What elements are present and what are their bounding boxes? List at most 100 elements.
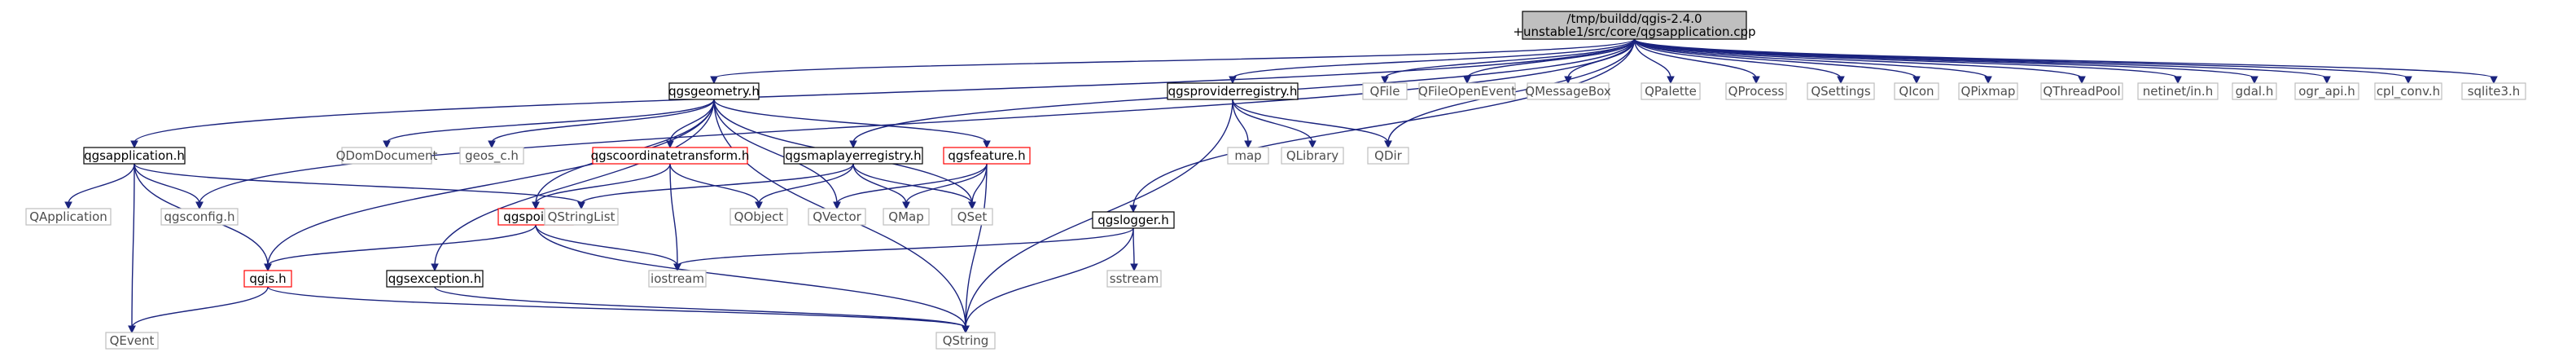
node-qgsmaplayerregistry[interactable]: qgsmaplayerregistry.h <box>783 147 923 165</box>
arrowhead-root-to-qgsproviderregistry <box>1229 76 1237 85</box>
node-label-root-1: +unstable1/src/core/qgsapplication.cpp <box>1513 24 1755 39</box>
node-box-QVector <box>808 208 866 226</box>
node-qgsexception[interactable]: qgsexception.h <box>386 270 484 288</box>
node-label-QMessageBox-0: QMessageBox <box>1525 84 1611 99</box>
node-label-qgsgeometry-0: qgsgeometry.h <box>668 84 760 99</box>
arrowhead-qgsapplication-to-qgsconfig <box>195 201 204 210</box>
node-label-QStringList-0: QStringList <box>548 209 616 224</box>
node-box-qgis <box>243 270 292 288</box>
node-qgslogger[interactable]: qgslogger.h <box>1092 211 1175 229</box>
arrowhead-qgsgeometry-to-geos_c <box>488 140 496 149</box>
node-label-qgsapplication-0: qgsapplication.h <box>84 148 185 163</box>
edge-root-to-QFileOpenEvent <box>1466 38 1636 79</box>
edges-layer <box>64 38 2498 334</box>
node-gdal: gdal.h <box>2232 82 2277 100</box>
edge-qgsapplication-to-QStringList <box>134 163 582 205</box>
node-label-cpl_conv-0: cpl_conv.h <box>2377 84 2440 99</box>
node-box-qgslogger <box>1092 211 1175 229</box>
arrowhead-root-to-qgsgeometry <box>710 76 718 85</box>
node-label-gdal-0: gdal.h <box>2236 84 2274 99</box>
arrowhead-root-to-QProcess <box>1752 76 1760 85</box>
node-box-root <box>1522 11 1747 40</box>
edge-root-to-qgsconfig <box>199 38 1636 205</box>
node-box-QApplication <box>25 208 112 226</box>
node-qgscoordinatetransform[interactable]: qgscoordinatetransform.h <box>591 147 750 165</box>
node-qgis[interactable]: qgis.h <box>243 270 292 288</box>
node-box-QStringList <box>544 208 619 226</box>
node-label-ogr_api-0: ogr_api.h <box>2298 84 2355 99</box>
node-label-QDir-0: QDir <box>1374 148 1403 163</box>
node-box-QFileOpenEvent <box>1418 82 1516 100</box>
arrowhead-qgslogger-to-iostream <box>673 263 681 272</box>
edge-qgscoordinatetransform-to-iostream <box>669 163 678 266</box>
arrowhead-qgsfeature-to-QVector <box>833 201 841 210</box>
arrowhead-qgsgeometry-to-qgsexception <box>431 263 439 272</box>
edge-qgsapplication-to-QEvent <box>131 163 135 328</box>
edge-root-to-QPalette <box>1633 38 1671 79</box>
node-box-sstream <box>1106 270 1162 288</box>
node-box-QProcess <box>1725 82 1787 100</box>
node-QString: QString <box>935 332 996 350</box>
node-qgsgeometry[interactable]: qgsgeometry.h <box>668 82 760 100</box>
node-qgsconfig: qgsconfig.h <box>160 208 239 226</box>
arrowhead-root-to-QIcon <box>1912 76 1921 85</box>
arrowhead-root-to-QFileOpenEvent <box>1463 76 1471 85</box>
node-qgsfeature[interactable]: qgsfeature.h <box>943 147 1031 165</box>
node-netinet: netinet/in.h <box>2137 82 2219 100</box>
node-label-sstream-0: sstream <box>1110 271 1159 286</box>
node-QProcess: QProcess <box>1725 82 1787 100</box>
node-label-geos_c-0: geos_c.h <box>465 148 519 164</box>
node-box-QDir <box>1367 147 1409 165</box>
node-root[interactable]: /tmp/buildd/qgis-2.4.0+unstable1/src/cor… <box>1513 11 1756 40</box>
arrowhead-root-to-QPalette <box>1667 76 1675 85</box>
node-box-QMessageBox <box>1527 82 1610 100</box>
edge-root-to-QIcon <box>1633 38 1917 79</box>
edge-qgsgeometry-to-qgsfeature <box>713 99 988 143</box>
node-QPalette: QPalette <box>1641 82 1701 100</box>
node-sqlite3: sqlite3.h <box>2461 82 2526 100</box>
node-box-qgsgeometry <box>668 82 760 100</box>
node-box-cpl_conv <box>2374 82 2442 100</box>
edge-qgis-to-QString <box>267 286 966 328</box>
node-QSettings: QSettings <box>1807 82 1875 100</box>
node-label-QIcon-0: QIcon <box>1899 84 1934 99</box>
node-geos_c: geos_c.h <box>459 147 524 165</box>
node-box-geos_c <box>459 147 524 165</box>
nodes-layer: /tmp/buildd/qgis-2.4.0+unstable1/src/cor… <box>25 11 2526 350</box>
node-label-QApplication-0: QApplication <box>29 209 107 224</box>
edge-qgspoint-to-qgis <box>267 224 537 266</box>
node-label-qgsconfig-0: qgsconfig.h <box>164 209 234 224</box>
node-qgsapplication[interactable]: qgsapplication.h <box>83 147 186 165</box>
edge-qgsgeometry-to-QVector <box>713 99 838 205</box>
node-QEvent: QEvent <box>105 332 159 350</box>
edge-root-to-QProcess <box>1633 38 1757 79</box>
node-QMap: QMap <box>883 208 930 226</box>
edge-qgslogger-to-iostream <box>677 227 1134 266</box>
edge-root-to-qgsapplication <box>134 38 1636 143</box>
node-box-netinet <box>2137 82 2219 100</box>
node-label-QDomDocument-0: QDomDocument <box>336 148 438 163</box>
node-iostream: iostream <box>648 270 707 288</box>
node-QDomDocument: QDomDocument <box>336 147 438 165</box>
edge-qgsproviderregistry-to-QLibrary <box>1232 99 1313 143</box>
edge-root-to-QSettings <box>1633 38 1842 79</box>
node-box-QFile <box>1362 82 1408 100</box>
arrowhead-root-to-netinet <box>2174 76 2182 85</box>
node-box-qgsapplication <box>83 147 186 165</box>
edge-root-to-sqlite3 <box>1633 38 2495 79</box>
node-QLibrary: QLibrary <box>1281 147 1344 165</box>
node-label-QSet-0: QSet <box>957 209 988 224</box>
arrowhead-root-to-sqlite3 <box>2490 76 2498 85</box>
edge-qgsapplication-to-qgsconfig <box>134 163 200 205</box>
node-map: map <box>1227 147 1269 165</box>
node-label-qgsfeature-0: qgsfeature.h <box>948 148 1025 163</box>
node-QApplication: QApplication <box>25 208 112 226</box>
arrowhead-root-to-qgsmaplayerregistry <box>849 140 857 149</box>
node-QStringList: QStringList <box>544 208 619 226</box>
node-qgsproviderregistry[interactable]: qgsproviderregistry.h <box>1167 82 1299 100</box>
node-label-qgis-0: qgis.h <box>249 271 286 286</box>
edge-qgis-to-QEvent <box>131 286 269 328</box>
arrowhead-qgscoordinatetransform-to-qgspoint <box>532 201 540 210</box>
node-label-qgscoordinatetransform-0: qgscoordinatetransform.h <box>591 148 750 163</box>
